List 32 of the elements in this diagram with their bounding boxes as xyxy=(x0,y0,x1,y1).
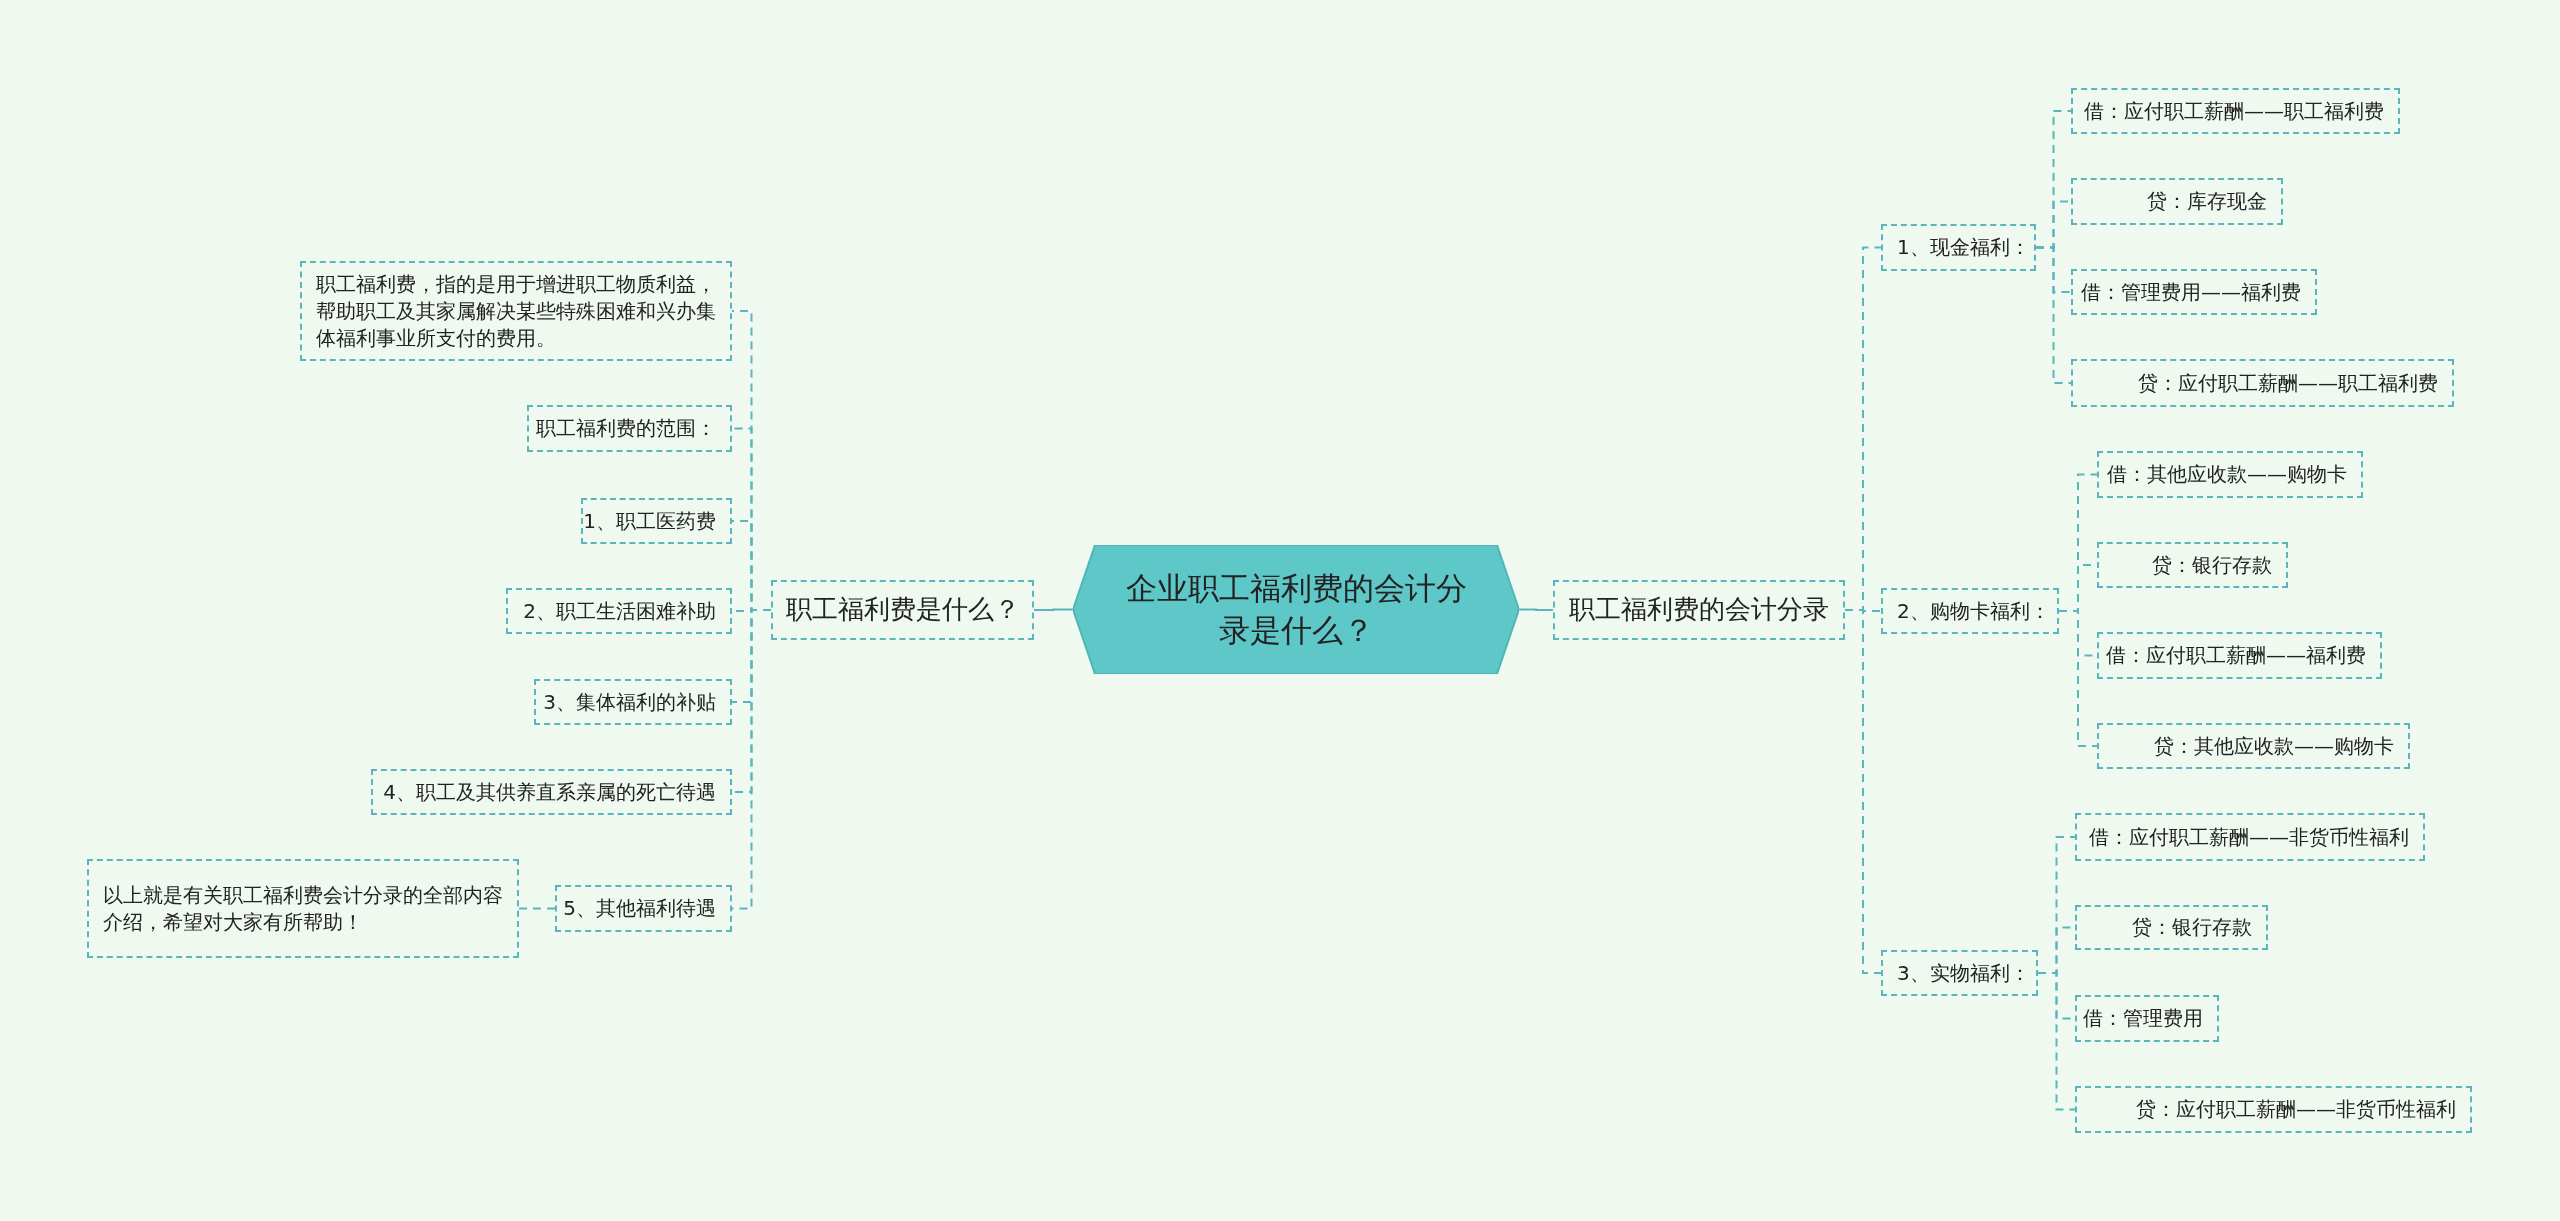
connector-line xyxy=(1518,608,1554,611)
connector-line xyxy=(2058,610,2098,747)
topic-box: 借：管理费用——福利费 xyxy=(2071,269,2317,315)
note-box: 以上就是有关职工福利费会计分录的全部内容介绍，希望对大家有所帮助！ xyxy=(87,859,519,958)
topic-box: 职工福利费的范围： xyxy=(527,405,732,452)
connector-line xyxy=(518,907,556,910)
connector-line xyxy=(2035,246,2072,384)
topic-box: 1、现金福利： xyxy=(1881,224,2036,271)
topic-box: 贷：应付职工薪酬——非货币性福利 xyxy=(2075,1086,2472,1133)
topic-box: 借：应付职工薪酬——福利费 xyxy=(2097,632,2382,679)
branch-topic-box: 职工福利费是什么？ xyxy=(771,580,1034,640)
topic-box: 贷：银行存款 xyxy=(2097,542,2288,588)
central-topic-hexagon: 企业职工福利费的会计分录是什么？ xyxy=(1073,545,1519,674)
topic-box: 5、其他福利待遇 xyxy=(555,885,732,932)
topic-box: 贷：其他应收款——购物卡 xyxy=(2097,723,2410,769)
topic-box: 2、职工生活困难补助 xyxy=(506,588,732,634)
topic-box: 贷：应付职工薪酬——职工福利费 xyxy=(2071,359,2454,407)
connector-line xyxy=(1033,608,1074,611)
topic-box: 借：应付职工薪酬——职工福利费 xyxy=(2071,88,2400,134)
topic-box: 1、职工医药费 xyxy=(581,498,732,544)
connector-line xyxy=(2037,972,2076,1111)
topic-box: 借：管理费用 xyxy=(2075,995,2219,1042)
topic-box: 3、实物福利： xyxy=(1881,950,2038,996)
topic-box: 3、集体福利的补贴 xyxy=(534,679,732,725)
topic-box: 贷：库存现金 xyxy=(2071,178,2283,225)
note-box: 职工福利费，指的是用于增进职工物质利益，帮助职工及其家属解决某些特殊困难和兴办集体福利事业所支付的费用。 xyxy=(300,261,732,361)
topic-box: 2、购物卡福利： xyxy=(1881,588,2059,634)
topic-box: 贷：银行存款 xyxy=(2075,905,2268,950)
topic-box: 借：其他应收款——购物卡 xyxy=(2097,451,2363,498)
branch-topic-box: 职工福利费的会计分录 xyxy=(1553,580,1845,640)
topic-box: 借：应付职工薪酬——非货币性福利 xyxy=(2075,813,2425,861)
topic-box: 4、职工及其供养直系亲属的死亡待遇 xyxy=(371,769,732,815)
